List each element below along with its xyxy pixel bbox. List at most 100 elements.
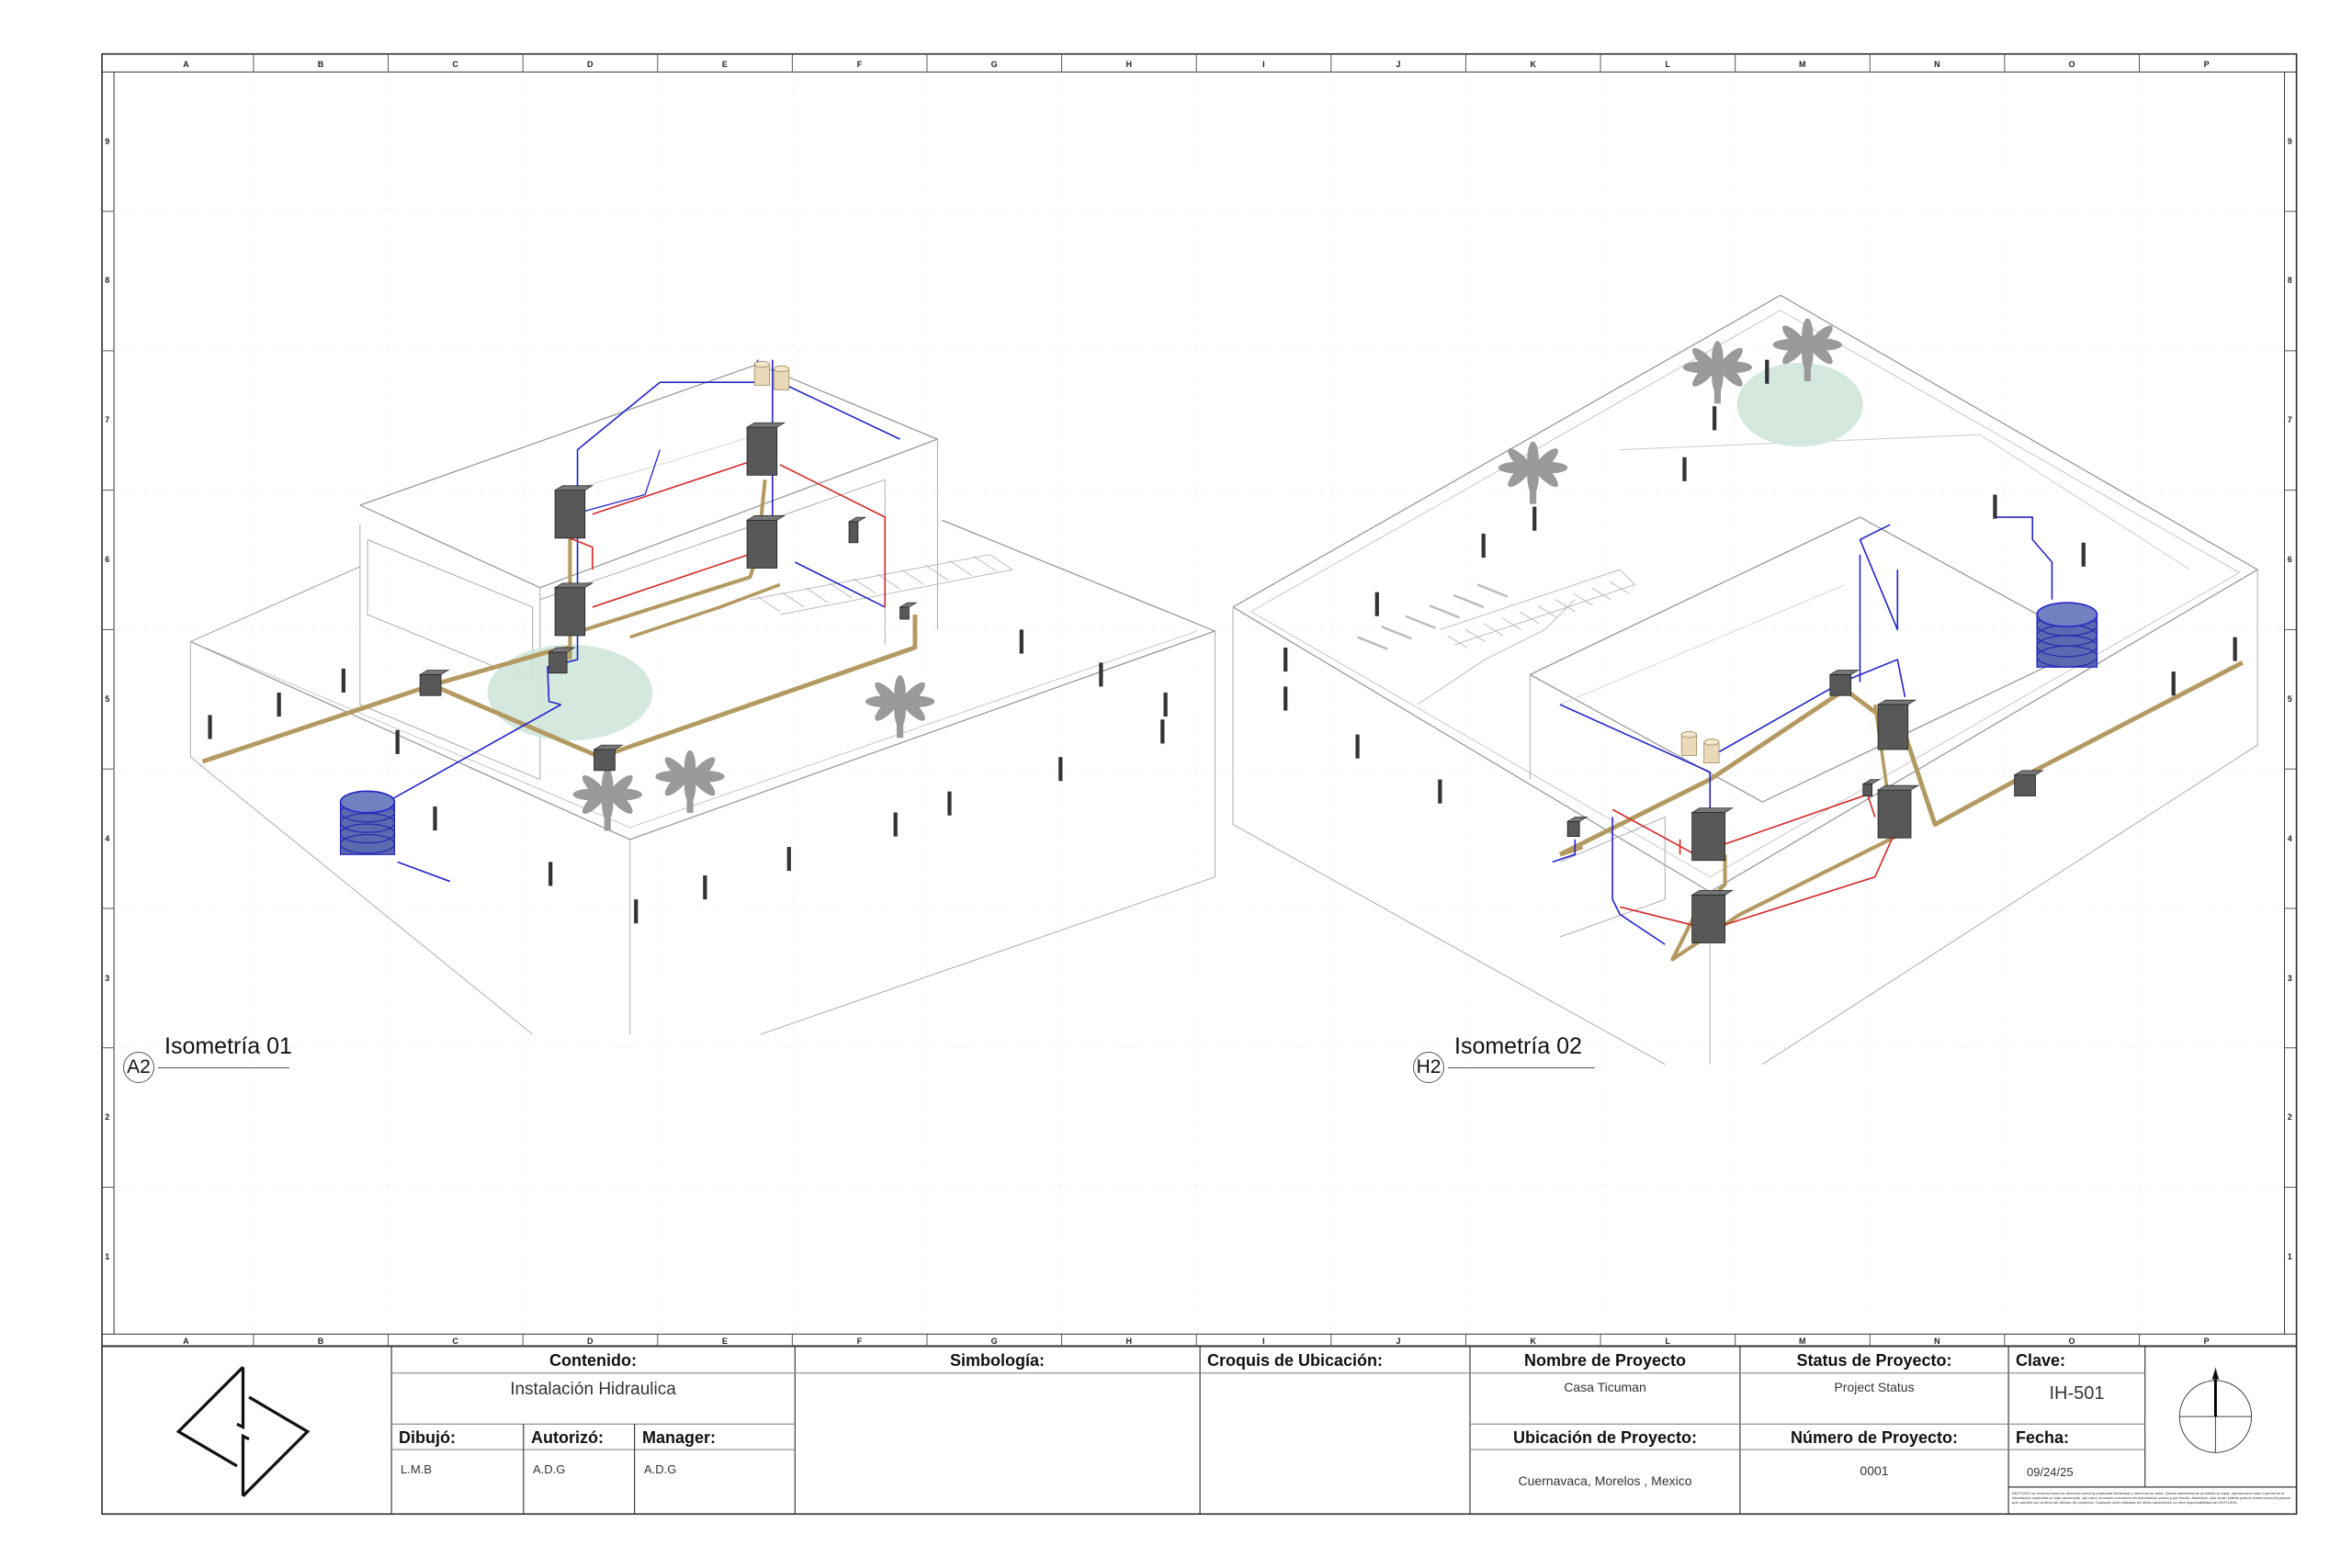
grid-row-label: 9 bbox=[105, 136, 110, 146]
bollard-light bbox=[2171, 671, 2176, 696]
cistern-ring bbox=[2036, 645, 2098, 668]
bollard-light bbox=[433, 806, 437, 831]
pergola-beam bbox=[925, 564, 949, 581]
grid-column-label: J bbox=[1396, 1336, 1401, 1346]
bollard-light bbox=[703, 875, 707, 900]
water-heater bbox=[554, 587, 586, 637]
water-heater bbox=[1691, 812, 1725, 862]
bollard-light bbox=[1374, 592, 1379, 616]
palm-trunk bbox=[1713, 367, 1721, 404]
bollard-light bbox=[1058, 757, 1063, 782]
fecha-value: 09/24/25 bbox=[2027, 1465, 2074, 1479]
drain-pipe bbox=[1670, 829, 1906, 962]
grid-column-label: G bbox=[990, 1336, 998, 1346]
roof-tank-lid bbox=[774, 365, 790, 373]
grid-column-label: E bbox=[721, 1336, 728, 1346]
pergola bbox=[1440, 569, 1636, 646]
bollard-light bbox=[634, 899, 639, 924]
registro-box bbox=[1829, 673, 1852, 696]
pergola-beam bbox=[805, 587, 829, 604]
grid-column-label: I bbox=[1262, 1336, 1265, 1346]
bollard-light bbox=[893, 812, 898, 837]
water-heater bbox=[746, 426, 778, 476]
status-proyecto-value: Project Status bbox=[1834, 1380, 1915, 1394]
grid-column-label: D bbox=[587, 1336, 594, 1346]
grid-column-label: O bbox=[2068, 60, 2075, 70]
water-heater-top bbox=[553, 485, 594, 491]
pool-edge bbox=[1417, 599, 1576, 705]
fixture bbox=[548, 651, 568, 674]
drain-pipe bbox=[1559, 844, 1584, 857]
site-wall-inner bbox=[205, 630, 1197, 829]
grid-column-label: F bbox=[856, 1336, 863, 1346]
grid-row-label: 9 bbox=[2287, 136, 2292, 146]
hot-water-pipe bbox=[1620, 808, 1906, 931]
bollard-light bbox=[1160, 719, 1165, 744]
bollard-light bbox=[341, 668, 345, 693]
status-proyecto-label: Status de Proyecto: bbox=[1796, 1350, 1952, 1370]
background-grid bbox=[114, 72, 2285, 1335]
water-heater-top bbox=[1690, 890, 1734, 896]
cold-water-pipe bbox=[779, 381, 900, 440]
palm-frond bbox=[1805, 325, 1833, 353]
house-roof bbox=[359, 363, 939, 589]
roof-tank-lid bbox=[753, 360, 770, 368]
manager-value: A.D.G bbox=[644, 1462, 677, 1476]
sun-lounger bbox=[1453, 593, 1485, 609]
isometric-view-01 bbox=[189, 359, 1216, 1035]
grid-row-label: 1 bbox=[2287, 1252, 2292, 1262]
fixture-top bbox=[847, 516, 867, 523]
roof-edge bbox=[554, 434, 758, 495]
bollard-light bbox=[395, 729, 400, 754]
grid-column-label: K bbox=[1530, 1336, 1536, 1346]
pergola-beam bbox=[757, 596, 781, 613]
pergola-beam bbox=[853, 578, 876, 594]
ubicacion-proyecto-label: Ubicación de Proyecto: bbox=[1512, 1427, 1698, 1447]
drain-pipe bbox=[629, 582, 781, 639]
pergola-beam bbox=[1519, 611, 1540, 625]
cistern-top bbox=[2036, 602, 2098, 627]
palm-frond bbox=[605, 774, 633, 803]
bollard-light bbox=[786, 847, 791, 872]
cistern-ring bbox=[339, 823, 396, 844]
pergola-beam bbox=[900, 569, 924, 585]
bollard-light bbox=[1682, 457, 1687, 481]
simbologia-label: Simbología: bbox=[950, 1350, 1045, 1370]
grid-row-label: 7 bbox=[2287, 415, 2292, 425]
site-wall bbox=[760, 631, 1216, 1035]
registro-box-top bbox=[1828, 670, 1860, 675]
pergola-beam bbox=[876, 573, 900, 590]
water-heater-top bbox=[745, 515, 786, 521]
autorizo-value: A.D.G bbox=[533, 1462, 566, 1476]
pergola-beam bbox=[1537, 604, 1557, 618]
pergola bbox=[750, 554, 1013, 615]
tree-canopy bbox=[1736, 362, 1863, 447]
grid-column-label: G bbox=[990, 60, 998, 70]
bollard-light bbox=[1765, 359, 1770, 384]
bollard-light bbox=[1712, 406, 1717, 431]
fixture bbox=[1862, 784, 1872, 796]
grid-column-label: P bbox=[2203, 60, 2210, 70]
fecha-label: Fecha: bbox=[2016, 1427, 2070, 1447]
bollard-light bbox=[1163, 692, 1168, 717]
grid-column-label: B bbox=[317, 60, 324, 70]
palm-trunk bbox=[604, 794, 611, 831]
tree-canopy bbox=[487, 644, 653, 741]
hot-water-pipe bbox=[592, 550, 758, 608]
bollard-light bbox=[277, 692, 281, 717]
bollard-light bbox=[548, 862, 553, 886]
grid-row-label: 2 bbox=[105, 1112, 110, 1122]
view-bubble-a2: A2 bbox=[123, 1052, 154, 1083]
hot-water-pipe bbox=[1611, 794, 1876, 856]
site-wall bbox=[1232, 606, 1666, 1066]
contenido-value: Instalación Hidraulica bbox=[510, 1380, 676, 1399]
view-title-isometria-02: Isometría 02 bbox=[1454, 1033, 1582, 1059]
cistern-ring bbox=[339, 833, 396, 854]
site-wall bbox=[190, 566, 361, 642]
pergola-beam bbox=[973, 556, 997, 572]
company-logo bbox=[175, 1366, 311, 1497]
water-heater-top bbox=[1876, 784, 1920, 791]
sheet-frame bbox=[101, 52, 2298, 1516]
pergola-beam bbox=[1573, 592, 1594, 606]
